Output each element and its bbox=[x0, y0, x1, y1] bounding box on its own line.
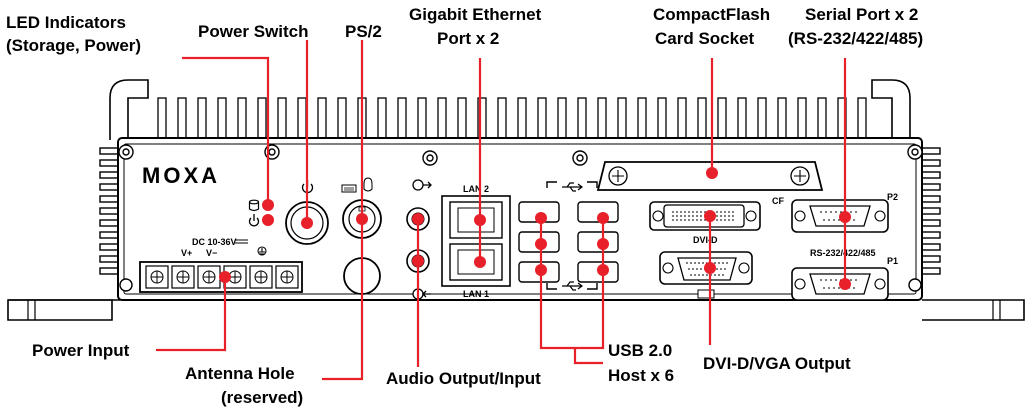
power-switch-label: Power Switch bbox=[198, 22, 309, 41]
antenna-hole-subtitle: (reserved) bbox=[221, 388, 303, 407]
usb-title: USB 2.0 bbox=[608, 341, 672, 360]
ps2-label: PS/2 bbox=[345, 22, 382, 41]
antenna-hole-title: Antenna Hole bbox=[185, 364, 295, 383]
dc-label: DC 10-36V bbox=[192, 237, 237, 247]
v-plus-label: V+ bbox=[181, 248, 192, 258]
compactflash-title: CompactFlash bbox=[653, 5, 770, 24]
v-minus-label: V− bbox=[206, 248, 217, 258]
lan2-label: LAN 2 bbox=[463, 184, 489, 194]
serial-port-title: Serial Port x 2 bbox=[805, 5, 918, 24]
cf-label: CF bbox=[772, 196, 784, 206]
rs-label: RS-232/422/485 bbox=[810, 248, 876, 258]
callout-leaders bbox=[156, 40, 851, 381]
p2-label: P2 bbox=[887, 192, 898, 202]
lan1-label: LAN 1 bbox=[463, 289, 489, 299]
storage-icon bbox=[248, 199, 260, 212]
serial-port-subtitle: (RS-232/422/485) bbox=[788, 29, 923, 48]
gigabit-ethernet-title: Gigabit Ethernet bbox=[409, 5, 542, 24]
power-input-label: Power Input bbox=[32, 341, 130, 360]
led-indicators-title: LED Indicators bbox=[6, 13, 126, 32]
ground-icon bbox=[257, 246, 267, 256]
compactflash-subtitle: Card Socket bbox=[655, 29, 755, 48]
callout-labels: LED Indicators (Storage, Power) Power Sw… bbox=[6, 5, 923, 407]
dvi-d-label: DVI-D bbox=[693, 235, 718, 245]
led-indicators-subtitle: (Storage, Power) bbox=[6, 36, 141, 55]
gigabit-ethernet-subtitle: Port x 2 bbox=[437, 29, 499, 48]
brand-logo: MOXA bbox=[142, 163, 220, 188]
usb-subtitle: Host x 6 bbox=[608, 366, 674, 385]
dvi-vga-label: DVI-D/VGA Output bbox=[703, 354, 851, 373]
p1-label: P1 bbox=[887, 256, 898, 266]
usb-icon bbox=[562, 182, 583, 291]
audio-label: Audio Output/Input bbox=[386, 369, 541, 388]
power-icon bbox=[248, 214, 260, 227]
lan-ports-graphic bbox=[441, 195, 511, 287]
